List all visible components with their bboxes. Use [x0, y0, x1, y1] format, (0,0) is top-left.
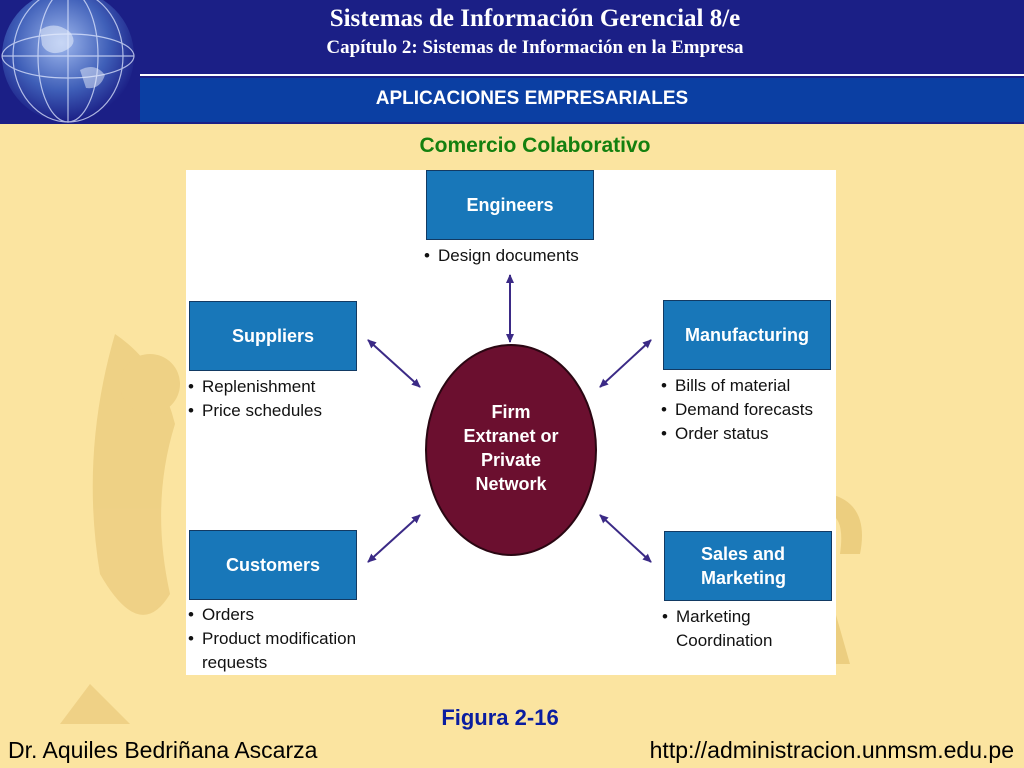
- customers-items: Orders Product modification requests: [188, 603, 356, 675]
- customers-box: Customers: [189, 530, 357, 600]
- slide-header: Sistemas de Información Gerencial 8/e Ca…: [0, 0, 1024, 124]
- list-item: Orders: [188, 603, 356, 627]
- list-item: Marketing: [662, 605, 772, 629]
- globe-icon: [1, 0, 135, 123]
- customers-label: Customers: [225, 555, 321, 575]
- slide-heading: Comercio Colaborativo: [419, 134, 651, 157]
- suppliers-label: Suppliers: [231, 326, 315, 346]
- list-item: Price schedules: [188, 399, 322, 423]
- section-bar: [140, 78, 1024, 122]
- header-divider: [140, 74, 1024, 76]
- manufacturing-label: Manufacturing: [685, 325, 809, 345]
- list-item: Coordination: [676, 631, 773, 650]
- manufacturing-items: Bills of material Demand forecasts Order…: [661, 374, 813, 446]
- sales-marketing-items: Marketing Coordination: [662, 605, 772, 653]
- connection-arrows: [367, 274, 652, 563]
- chapter-subtitle: Capítulo 2: Sistemas de Información en l…: [326, 37, 744, 58]
- list-item: requests: [202, 653, 268, 672]
- sales-label-line-1: Sales and: [701, 544, 786, 564]
- engineers-label: Engineers: [466, 195, 554, 215]
- engineers-items: Design documents: [424, 244, 579, 268]
- arrow-customers: [367, 514, 421, 563]
- engineers-box: Engineers: [426, 170, 594, 240]
- arrow-manufacturing: [599, 339, 652, 388]
- sales-label-line-2: Marketing: [701, 568, 787, 588]
- suppliers-items: Replenishment Price schedules: [188, 375, 322, 423]
- list-item: Demand forecasts: [661, 398, 813, 422]
- firm-line-4: Network: [475, 474, 547, 494]
- arrow-sales: [599, 514, 652, 563]
- list-item: Replenishment: [188, 375, 322, 399]
- firm-line-1: Firm: [491, 402, 531, 422]
- presentation-title: Sistemas de Información Gerencial 8/e: [329, 5, 741, 32]
- firm-network-label: Firm Extranet or Private Network: [426, 400, 596, 496]
- footer-url: http://administracion.unmsm.edu.pe: [649, 737, 1014, 763]
- list-item: Bills of material: [661, 374, 813, 398]
- section-title: APLICACIONES EMPRESARIALES: [375, 88, 689, 109]
- collaborative-commerce-diagram: Firm Extranet or Private Network Enginee…: [186, 170, 836, 675]
- firm-line-3: Private: [480, 450, 542, 470]
- list-item: Order status: [661, 422, 813, 446]
- list-item: Design documents: [424, 244, 579, 268]
- arrow-suppliers: [367, 339, 421, 388]
- firm-line-2: Extranet or: [463, 426, 559, 446]
- suppliers-box: Suppliers: [189, 301, 357, 371]
- sales-marketing-box: Sales and Marketing: [664, 531, 832, 601]
- firm-network-ellipse: [425, 344, 597, 556]
- figure-caption: Figura 2-16: [441, 705, 559, 730]
- footer-author: Dr. Aquiles Bedriñana Ascarza: [8, 737, 318, 763]
- manufacturing-box: Manufacturing: [663, 300, 831, 370]
- list-item: Product modification: [188, 627, 356, 651]
